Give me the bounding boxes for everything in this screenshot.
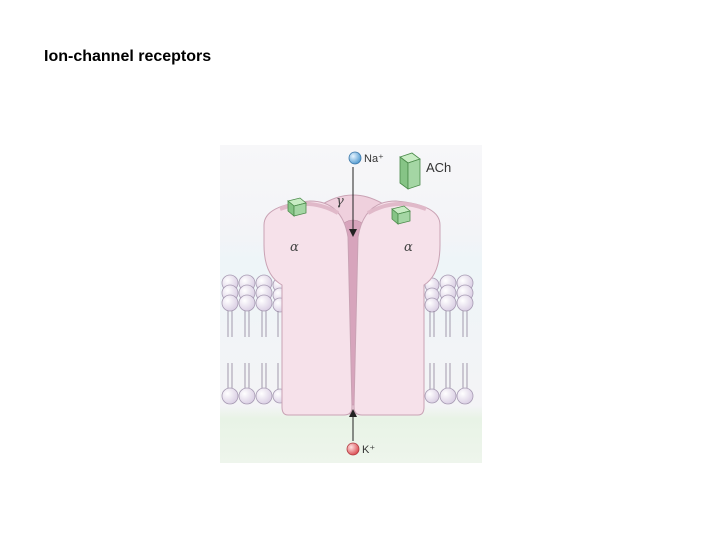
alpha-left-label: α <box>290 240 299 255</box>
slide-title: Ion-channel receptors <box>44 48 212 65</box>
ach-label: ACh <box>426 160 451 175</box>
alpha-right-top-shade <box>367 201 427 215</box>
gamma-label: γ <box>336 194 344 209</box>
k-ion-icon <box>346 442 360 456</box>
na-ion-icon <box>348 151 362 165</box>
na-ion-label: Na⁺ <box>364 153 384 165</box>
membrane-right <box>424 274 474 405</box>
ion-channel-diagram: ACh Na⁺ K⁺ α γ α <box>220 145 482 463</box>
alpha-subunit-left <box>263 200 353 416</box>
alpha-right-label: α <box>404 240 413 255</box>
ach-binding-cube-left <box>287 197 307 217</box>
ach-ligand-icon <box>399 152 421 190</box>
alpha-left-top-shade <box>279 201 339 215</box>
k-efflux-arrow <box>349 409 357 441</box>
diagram-canvas: ACh Na⁺ K⁺ α γ α <box>220 145 482 463</box>
ach-binding-cube-right <box>391 205 411 225</box>
na-influx-arrow <box>349 167 357 237</box>
k-ion-label: K⁺ <box>362 444 375 456</box>
alpha-subunit-right <box>353 200 441 416</box>
